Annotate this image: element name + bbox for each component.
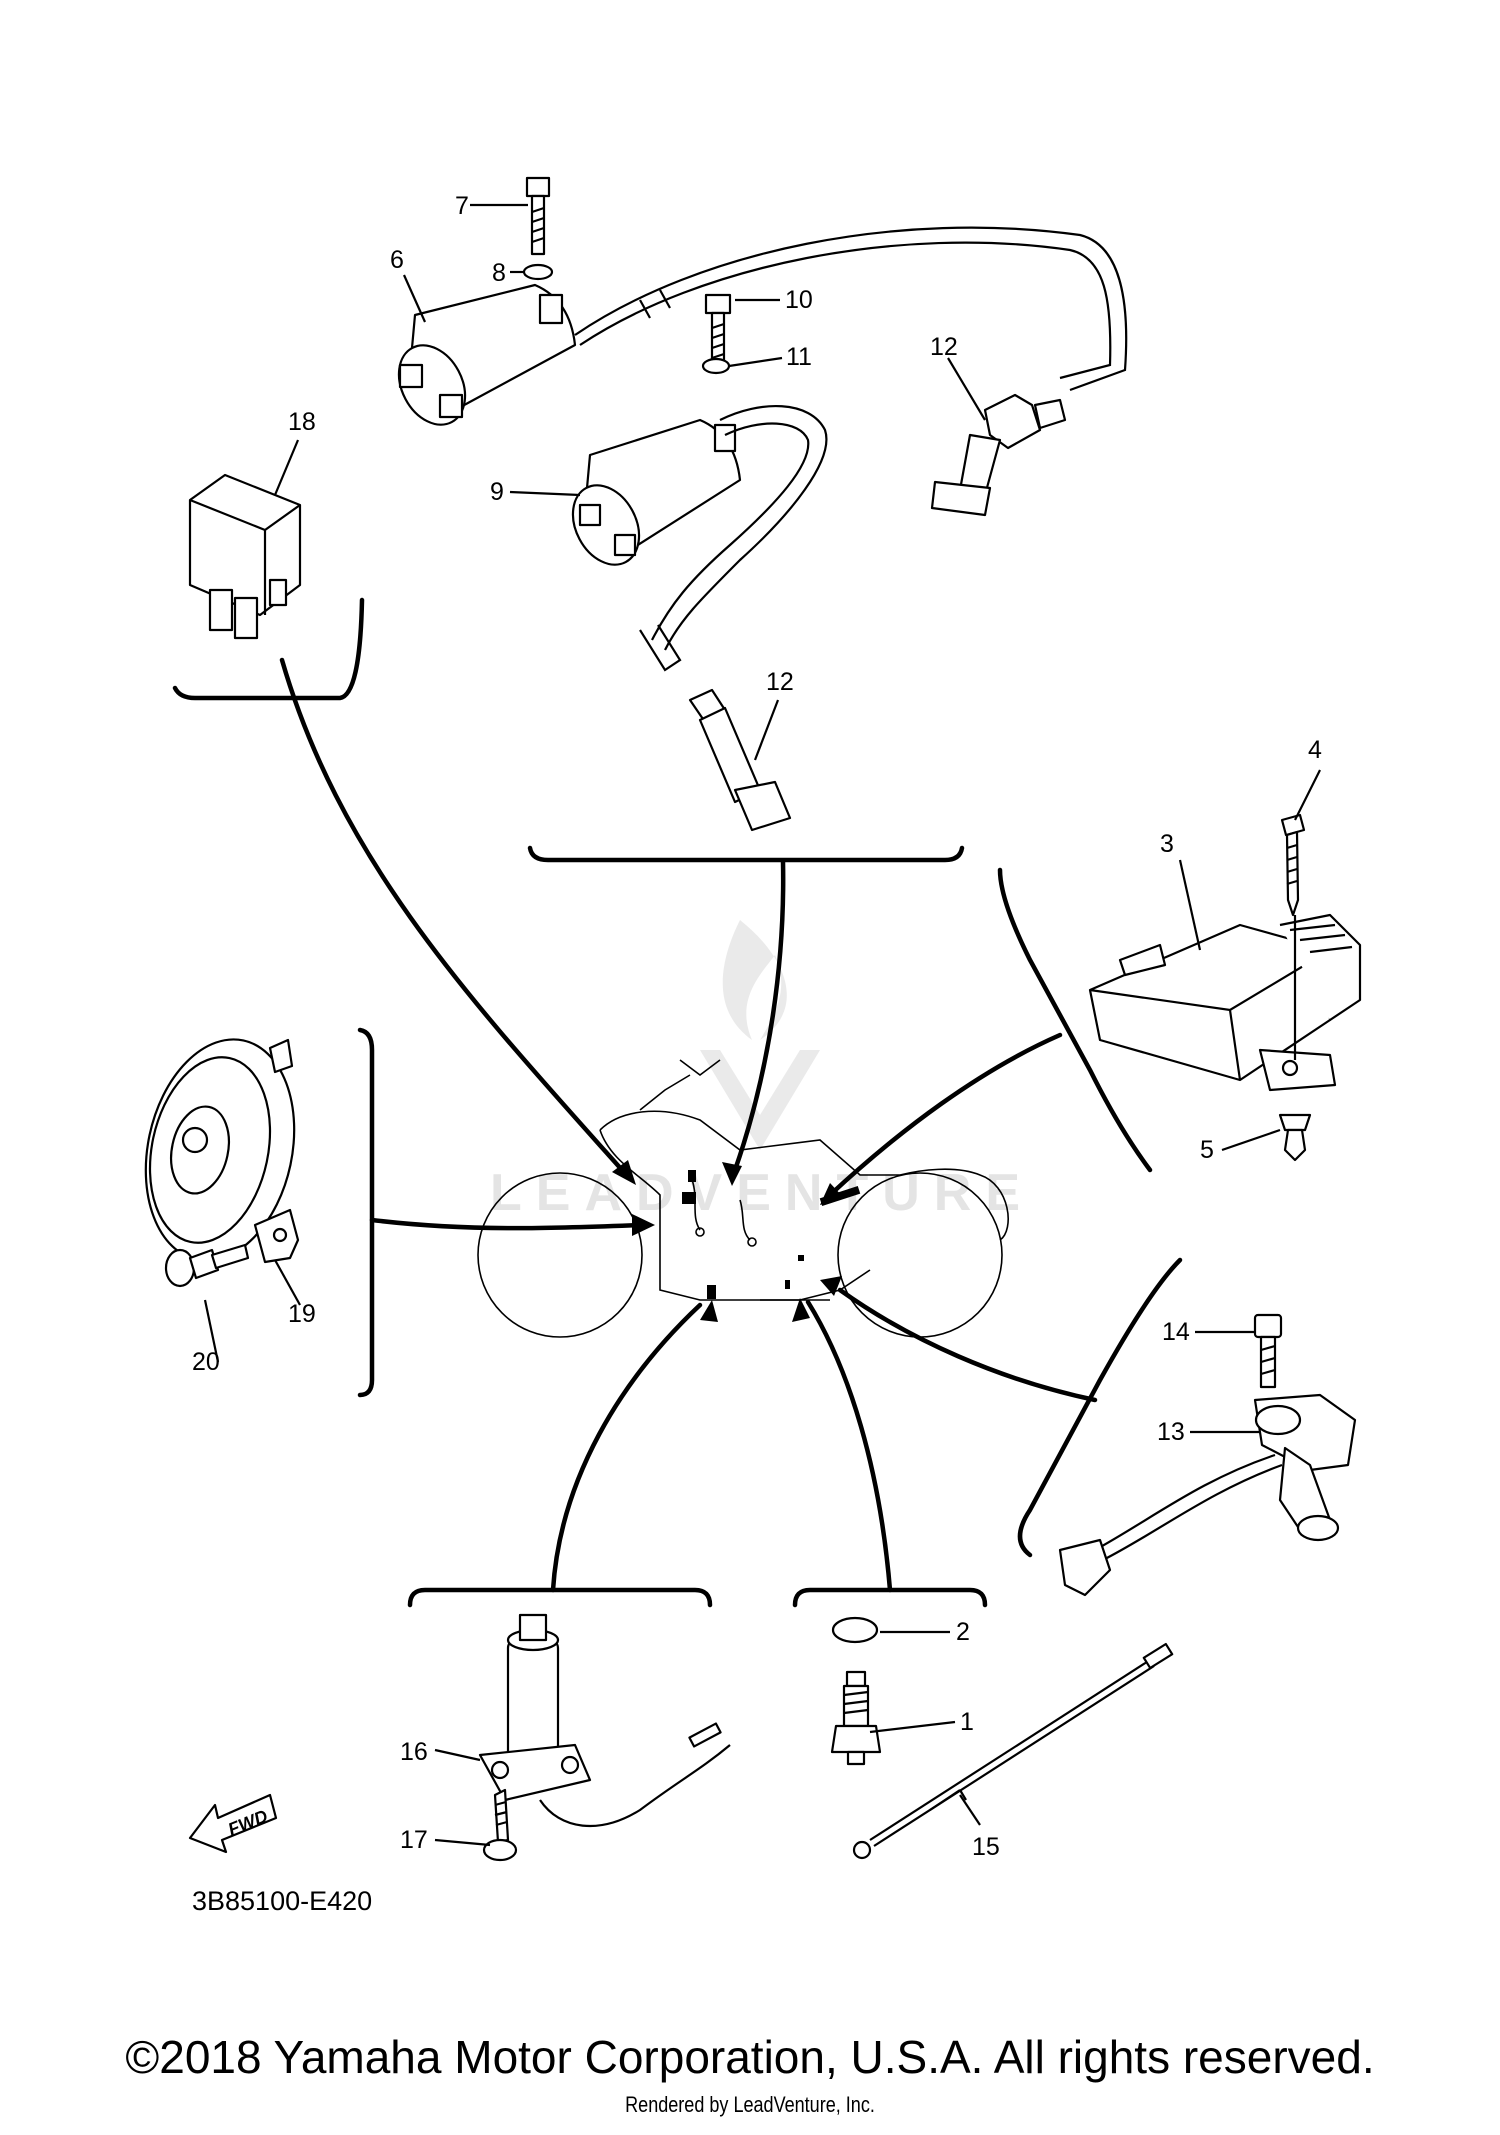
gasket-2[interactable]	[831, 1616, 879, 1644]
callout-16: 16	[400, 1738, 428, 1766]
switch-1[interactable]	[830, 1670, 882, 1766]
spark-plug-cap-12-upper[interactable]	[930, 393, 1067, 517]
motorcycle-outline	[477, 1059, 1009, 1338]
callout-13: 13	[1157, 1418, 1185, 1446]
cdi-unit-3[interactable]	[1088, 913, 1362, 1092]
callout-9: 9	[490, 478, 504, 506]
sensor-16[interactable]	[478, 1613, 731, 1828]
ignition-coil-6[interactable]	[386, 226, 1128, 437]
rendered-by-notice: Rendered by LeadVenture, Inc.	[625, 2092, 875, 2117]
callout-labels: 7 8 6 10 11 12 9 18 12 4 3 5 19 20 14 13…	[192, 192, 1322, 1861]
bolt-14[interactable]	[1253, 1313, 1283, 1389]
callout-11: 11	[786, 343, 812, 371]
screw-4[interactable]	[1280, 813, 1306, 1060]
copyright-notice: ©2018 Yamaha Motor Corporation, U.S.A. A…	[125, 2031, 1375, 2083]
callout-12-upper: 12	[930, 333, 958, 361]
callout-7: 7	[455, 192, 469, 220]
callout-12-lower: 12	[766, 668, 794, 696]
horn-19[interactable]	[126, 1025, 313, 1274]
callout-5: 5	[1200, 1136, 1214, 1164]
bolt-7[interactable]	[525, 176, 551, 256]
callout-2: 2	[956, 1618, 970, 1646]
callout-18: 18	[288, 408, 316, 436]
callout-20: 20	[192, 1348, 220, 1376]
grommet-5[interactable]	[1278, 1113, 1312, 1162]
callout-17: 17	[400, 1826, 428, 1854]
spark-plug-cap-12-lower[interactable]	[688, 688, 792, 832]
washer-8[interactable]	[522, 263, 554, 281]
callout-19: 19	[288, 1300, 316, 1328]
callout-14: 14	[1162, 1318, 1190, 1346]
watermark-text: LEADVENTURE	[490, 1164, 1034, 1222]
callout-8: 8	[492, 259, 506, 287]
screw-17[interactable]	[482, 1788, 518, 1862]
group-brackets	[172, 597, 1183, 1608]
washer-11[interactable]	[701, 357, 731, 375]
callout-6: 6	[390, 246, 404, 274]
ignition-coil-9[interactable]	[560, 405, 828, 672]
callout-10: 10	[785, 286, 813, 314]
sensor-13[interactable]	[1058, 1393, 1357, 1597]
callout-leaders	[203, 203, 1321, 1847]
relay-unit-18[interactable]	[188, 473, 302, 640]
callout-1: 1	[960, 1708, 974, 1736]
callout-4: 4	[1308, 736, 1322, 764]
bolt-20[interactable]	[164, 1243, 250, 1288]
callout-3: 3	[1160, 830, 1174, 858]
diagram-code: 3B85100-E420	[192, 1886, 373, 1916]
arrowheads	[612, 1160, 844, 1322]
fwd-arrow-icon: FWD	[188, 1793, 278, 1854]
callout-15: 15	[972, 1833, 1000, 1861]
lead-wire-15[interactable]	[852, 1642, 1174, 1860]
